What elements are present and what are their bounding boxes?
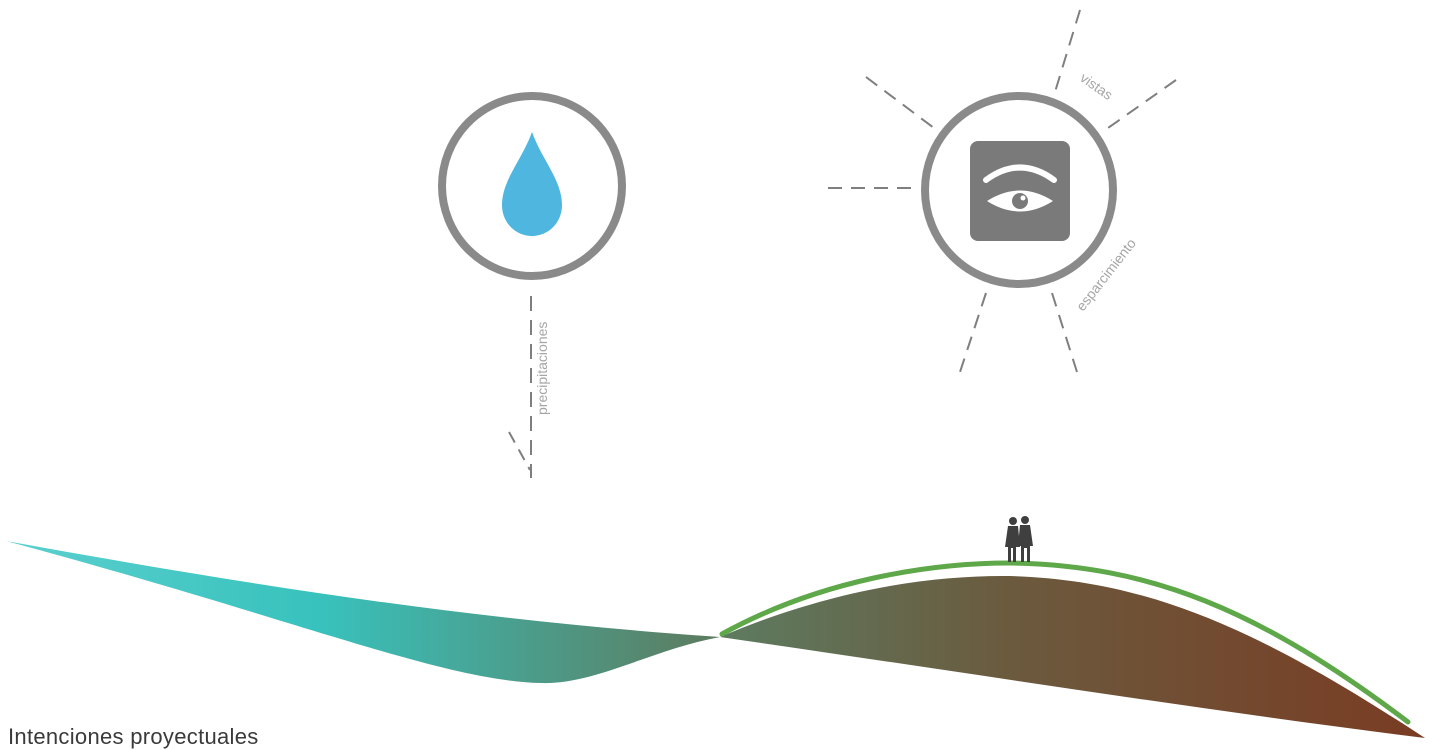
rain-arrow-head [508, 431, 531, 471]
terrain [6, 541, 1425, 738]
eye-iris [1012, 193, 1028, 209]
diagram-caption: Intenciones proyectuales [8, 724, 259, 749]
views-symbol [921, 92, 1117, 288]
eye-icon [983, 164, 1057, 212]
ray-top-left [865, 76, 935, 129]
people-silhouette [1005, 516, 1033, 562]
rain-arrow [508, 296, 532, 478]
eyebrow [983, 164, 1057, 183]
ray-bottom-right [1051, 292, 1078, 373]
water-basin [6, 541, 720, 684]
person-right [1018, 516, 1033, 562]
ray-top-right [1107, 79, 1177, 129]
ray-top [1054, 9, 1081, 93]
grass-line [719, 560, 1411, 725]
eye-highlight [1020, 195, 1026, 201]
rain-symbol [438, 92, 626, 280]
rain-label: precipitaciones [534, 322, 550, 415]
ray-bottom-left [959, 292, 987, 373]
water-drop-icon [502, 132, 562, 236]
views-label: vistas [1077, 69, 1116, 103]
view-rays [828, 9, 1177, 373]
earth-hill [720, 575, 1425, 738]
person-left [1005, 517, 1020, 562]
